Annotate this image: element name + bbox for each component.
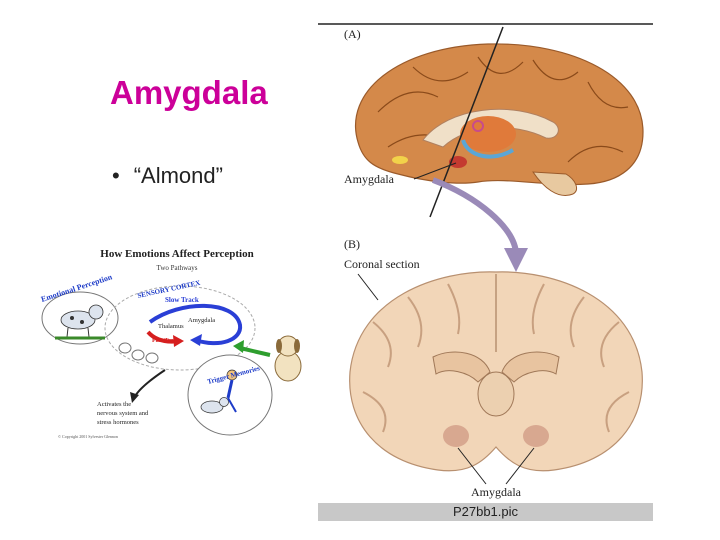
- green-dog-arrow: [239, 346, 271, 357]
- dog-icon: [55, 304, 105, 340]
- dog-icon: [200, 397, 229, 414]
- emotions-perception-diagram: How Emotions Affect Perception Two Pathw…: [40, 248, 302, 439]
- activates-text-1: Activates the: [97, 401, 131, 408]
- panel-a-amygdala-label: Amygdala: [344, 172, 395, 186]
- coronal-brain: [349, 271, 643, 472]
- slow-track-label: Slow Track: [165, 296, 199, 304]
- bullet-dot: •: [112, 163, 120, 188]
- activates-arrowhead: [130, 392, 139, 403]
- activates-arrow: [133, 369, 166, 399]
- amygdala-label: Amygdala: [188, 317, 215, 324]
- activates-text-3: stress hormones: [97, 419, 139, 426]
- thought-bubble-dot: [118, 342, 132, 354]
- bullet-text: “Almond”: [133, 163, 223, 188]
- panel-b-label: (B): [344, 237, 360, 251]
- thought-bubble-dot: [131, 349, 145, 361]
- slide-title: Amygdala: [110, 74, 268, 111]
- panel-a-label: (A): [344, 27, 361, 41]
- sagittal-brain: [355, 43, 644, 196]
- amygdala-pointer-left: [457, 447, 487, 485]
- section-arrowhead: [504, 248, 528, 272]
- coronal-section-label: Coronal section: [344, 257, 420, 271]
- fast-track-arrowhead: [173, 335, 184, 347]
- amygdala-region-right: [523, 425, 549, 447]
- slow-track-arrowhead: [190, 334, 202, 346]
- bullet-almond: • “Almond”: [112, 163, 223, 189]
- amygdala-pointer-right: [505, 447, 535, 485]
- coronal-pointer: [357, 273, 379, 301]
- brain-outline: [104, 285, 256, 371]
- figure-caption: P27bb1.pic: [452, 504, 519, 519]
- figure-caption-bar: P27bb1.pic: [318, 503, 653, 521]
- section-arrow: [431, 177, 519, 253]
- slow-track-arrow: [148, 303, 243, 346]
- fast-track-label: Fast Track: [152, 338, 180, 344]
- activates-text-2: nervous system and: [97, 410, 149, 417]
- thought-bubble-dot: [145, 352, 159, 364]
- diagram-title: How Emotions Affect Perception: [100, 248, 253, 260]
- amygdala-region-a: [449, 156, 467, 168]
- green-arrowhead: [233, 340, 244, 353]
- copyright-text: © Copyright 2001 Sylvester Glennon: [58, 434, 118, 439]
- puppy-icon: [274, 335, 302, 382]
- panel-b-amygdala-label: Amygdala: [471, 485, 522, 499]
- thalamus-label: Thalamus: [158, 323, 184, 330]
- amygdala-pointer-a: [413, 162, 457, 180]
- diagram-subtitle: Two Pathways: [157, 264, 198, 272]
- amygdala-region-left: [443, 425, 469, 447]
- brain-sections-figure: (A) Amygdala (B) Coronal section Amygdal…: [318, 23, 653, 499]
- boy-icon: [226, 369, 238, 413]
